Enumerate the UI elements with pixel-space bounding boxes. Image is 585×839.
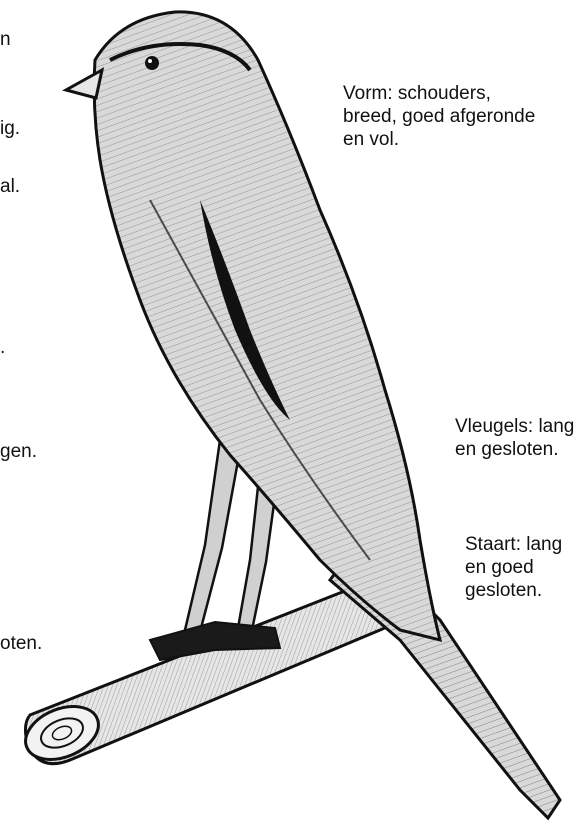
left-annotation-6: oten. — [0, 632, 42, 655]
left-annotation-1: n — [0, 28, 11, 51]
bird-eye — [145, 56, 159, 70]
perch — [18, 582, 399, 769]
left-annotation-2: ig. — [0, 117, 20, 140]
vleugels-annotation: Vleugels: lang en gesloten. — [455, 415, 574, 461]
left-annotation-4: . — [0, 336, 5, 359]
left-annotation-5: gen. — [0, 440, 37, 463]
vorm-annotation: Vorm: schouders, breed, goed afgeronde e… — [343, 82, 535, 151]
staart-annotation: Staart: lang en goed gesloten. — [465, 533, 562, 602]
bird-beak — [66, 70, 102, 98]
left-annotation-3: al. — [0, 175, 20, 198]
